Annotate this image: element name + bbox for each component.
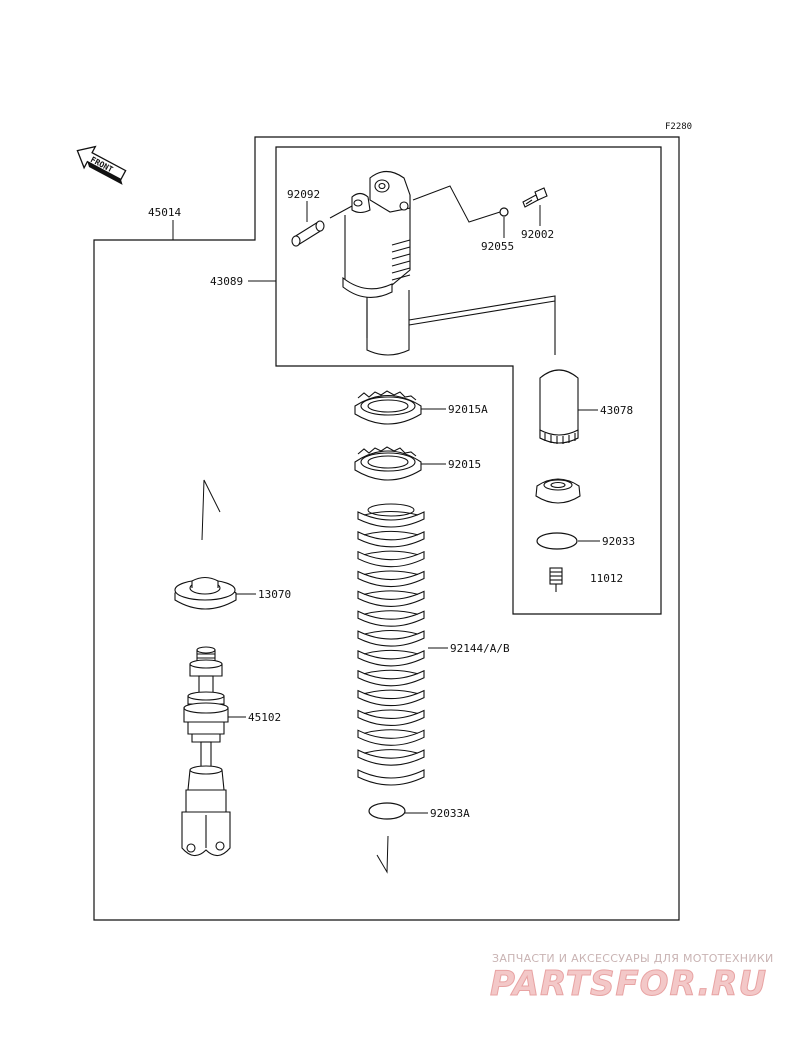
watermark-logo: PARTSFOR.RU xyxy=(490,964,768,1005)
label-92015a: 92015A xyxy=(448,403,488,416)
label-92033: 92033 xyxy=(602,535,635,548)
label-92033a: 92033A xyxy=(430,807,470,820)
coil-spring-92144 xyxy=(357,503,425,786)
spring-nut-92015 xyxy=(354,446,422,481)
circlip-92033 xyxy=(536,532,578,550)
front-arrow-icon: FRONT xyxy=(76,145,127,185)
label-13070: 13070 xyxy=(258,588,291,601)
o-ring-92055 xyxy=(499,207,509,217)
label-45014: 45014 xyxy=(148,206,181,219)
label-92055: 92055 xyxy=(481,240,514,253)
bushing-92092 xyxy=(291,220,325,247)
reservoir-cap-43078 xyxy=(539,369,579,444)
label-92144: 92144/A/B xyxy=(450,642,510,655)
label-43089: 43089 xyxy=(210,275,243,288)
reservoir-seal xyxy=(535,478,581,504)
bolt-92002 xyxy=(522,187,548,208)
figure-code: F2280 xyxy=(665,122,692,132)
label-11012: 11012 xyxy=(590,572,623,585)
watermark-tagline: ЗАПЧАСТИ И АКСЕССУАРЫ ДЛЯ МОТОТЕХНИКИ xyxy=(492,952,774,965)
label-92002: 92002 xyxy=(521,228,554,241)
circlip-92033a xyxy=(368,802,406,820)
shock-body-45102 xyxy=(181,646,231,857)
label-45102: 45102 xyxy=(248,711,281,724)
sub-assembly-frame xyxy=(275,146,662,615)
label-92015: 92015 xyxy=(448,458,481,471)
assembly-frame xyxy=(93,136,680,921)
valve-11012 xyxy=(549,567,563,592)
spring-seat-13070 xyxy=(174,576,237,610)
reservoir-head-drawing xyxy=(342,170,556,356)
label-43078: 43078 xyxy=(600,404,633,417)
label-92092: 92092 xyxy=(287,188,320,201)
spring-nut-92015a xyxy=(354,390,422,425)
